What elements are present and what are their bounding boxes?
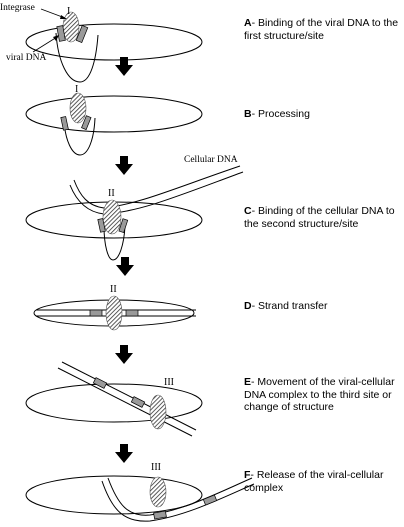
integrase-oval [25,23,203,61]
arrow-down-icon [115,345,133,364]
step-caption-f: F- Release of the viral-cellular complex [244,469,402,494]
viral-dna-segment [92,377,108,389]
panel-f: III [25,462,255,522]
step-caption-c: C- Binding of the cellular DNA to the se… [244,205,402,230]
viral-dna-end [97,218,106,233]
site-label-a: I [67,6,70,17]
viral-dna-segment [125,309,139,317]
dna-strand [57,367,193,437]
site-blob [62,11,80,43]
site-label-d: II [110,284,117,295]
site-label-c: II [108,188,115,199]
step-letter: D [244,300,252,312]
site-blob [149,394,167,430]
integrase-oval [25,95,203,133]
panel-b: I [25,84,203,156]
step-caption-d: D- Strand transfer [244,300,402,313]
viral-dna-loop [103,225,126,261]
viral-dna-end [56,25,66,42]
step-letter: F [244,469,251,481]
cellular-dna-strand [73,165,241,209]
step-text: - Processing [251,108,310,120]
viral-dna-end [75,25,89,43]
viral-dna-pointer [32,36,58,53]
viral-dna-end [60,116,69,131]
step-letter: C [244,205,252,217]
dna-strand [61,361,197,431]
viral-dna-segment [202,494,218,506]
step-caption-e: E- Movement of the viral-cellular DNA co… [244,376,402,414]
site-blob [69,92,87,124]
step-caption-a: A- Binding of the viral DNA to the first… [244,17,402,42]
site-blob [102,199,122,235]
step-letter: B [244,108,252,120]
arrow-down-icon [115,57,133,76]
arrow-down-icon [116,257,134,276]
step-text: - Binding of the viral DNA to the first … [244,17,399,42]
arrow-down-icon [115,444,133,463]
integrase-label: Integrase [0,3,35,13]
site-label-f: III [151,462,161,473]
step-text: - Release of the viral-cellular complex [244,469,384,494]
site-label-e: III [164,377,174,388]
panel-e: III [25,361,203,437]
viral-dna-segment [89,309,103,317]
panel-d: II [33,284,196,331]
panel-c: II Cellular DNA [25,155,244,261]
step-letter: A [244,17,252,29]
arrow-down-icon [115,156,133,175]
viral-dna-loop [63,117,96,156]
dna-strand [107,477,253,516]
step-text: - Binding of the cellular DNA to the sec… [244,205,395,230]
integrase-oval [25,475,203,515]
step-text: - Strand transfer [251,300,328,312]
cellular-dna-label: Cellular DNA [184,155,238,165]
site-blob [149,476,167,508]
viral-dna-end [118,218,129,234]
panel-a: I Integrase viral DNA [0,3,203,83]
step-text: - Movement of the viral-cellular DNA com… [244,376,395,413]
integrase-oval [25,383,203,423]
step-letter: E [244,376,252,388]
viral-dna-pointer-head [53,35,59,41]
site-label-b: I [75,84,78,95]
viral-dna-segment [130,396,146,408]
cellular-dna-strand [69,171,244,215]
site-blob [105,295,123,331]
integrase-pointer-head [60,15,67,19]
viral-dna-end [81,115,92,131]
viral-dna-loop [55,32,99,83]
viral-dna-label: viral DNA [6,53,47,63]
step-caption-b: B- Processing [244,108,402,121]
dna-strand [101,480,255,522]
viral-dna-segment [153,510,167,520]
